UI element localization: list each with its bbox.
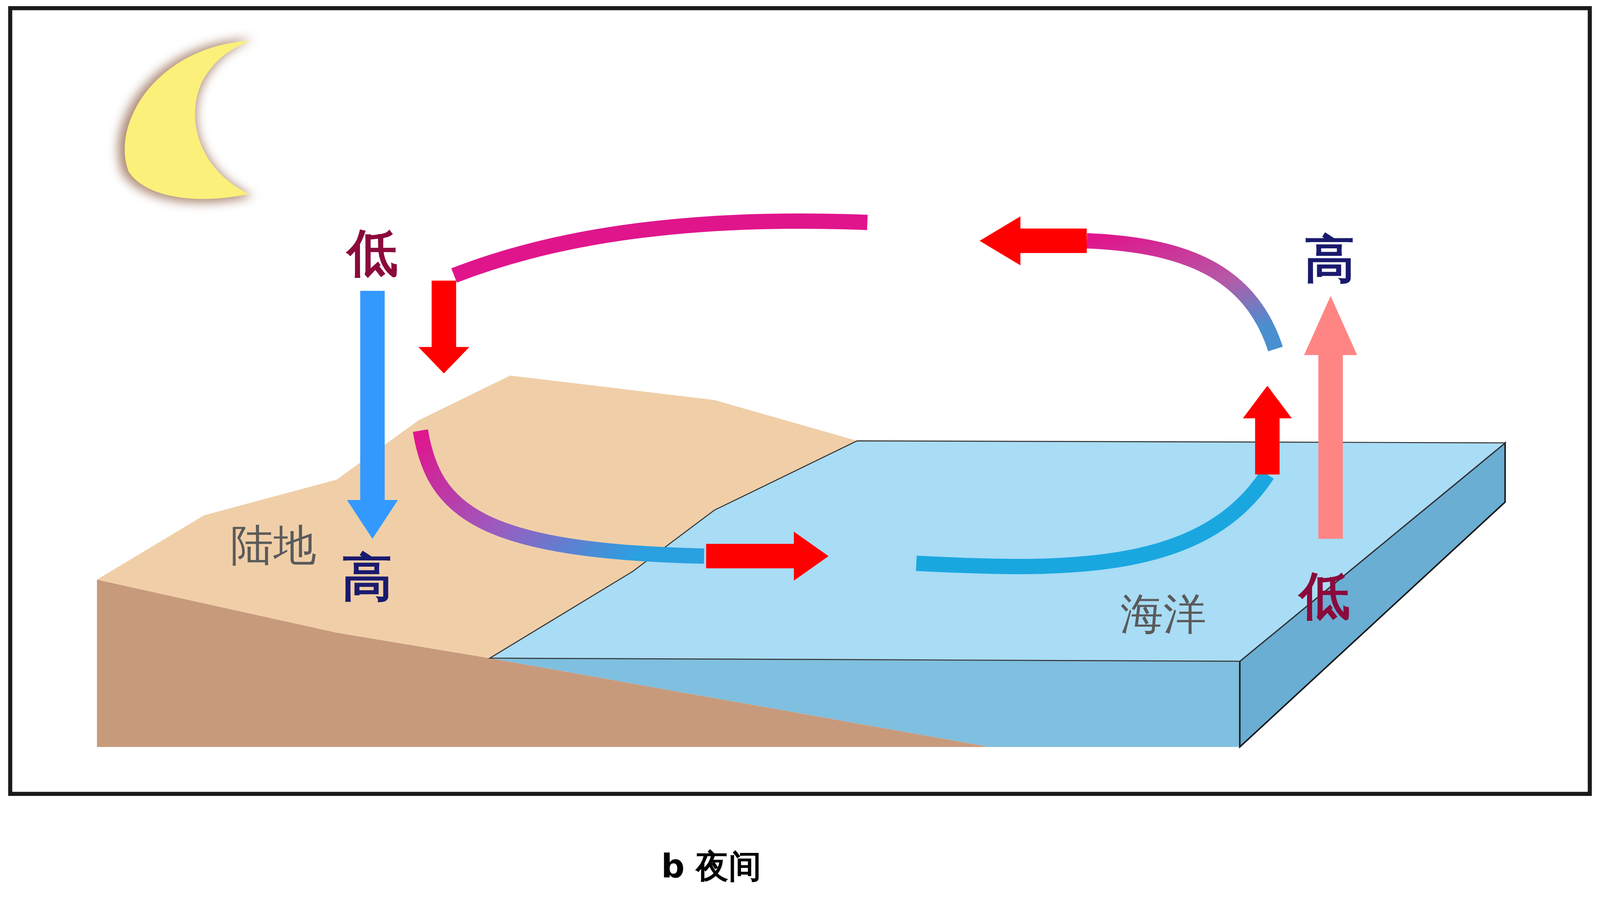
flow-arrow <box>418 280 470 374</box>
pressure-arrow <box>1304 295 1358 539</box>
moon <box>117 38 253 203</box>
pressure-high: 高 <box>1304 233 1355 285</box>
flow-arrow <box>706 531 829 581</box>
lower-flow <box>420 430 705 556</box>
pressure-low: 低 <box>1299 570 1350 622</box>
caption: b 夜间 <box>661 850 762 883</box>
pressure-arrow <box>347 290 398 539</box>
lower-flow <box>916 474 1268 567</box>
frame <box>10 8 1590 795</box>
flow-arrow <box>1242 385 1293 475</box>
upper-flow <box>454 221 868 276</box>
upper-flow <box>1086 240 1276 350</box>
sea-front <box>490 658 1240 748</box>
region-name: 海洋 <box>1120 592 1207 636</box>
flow-arrow <box>979 216 1087 266</box>
pressure-low: 低 <box>347 227 398 279</box>
region-name: 陆地 <box>230 524 317 568</box>
pressure-high: 高 <box>341 552 393 603</box>
